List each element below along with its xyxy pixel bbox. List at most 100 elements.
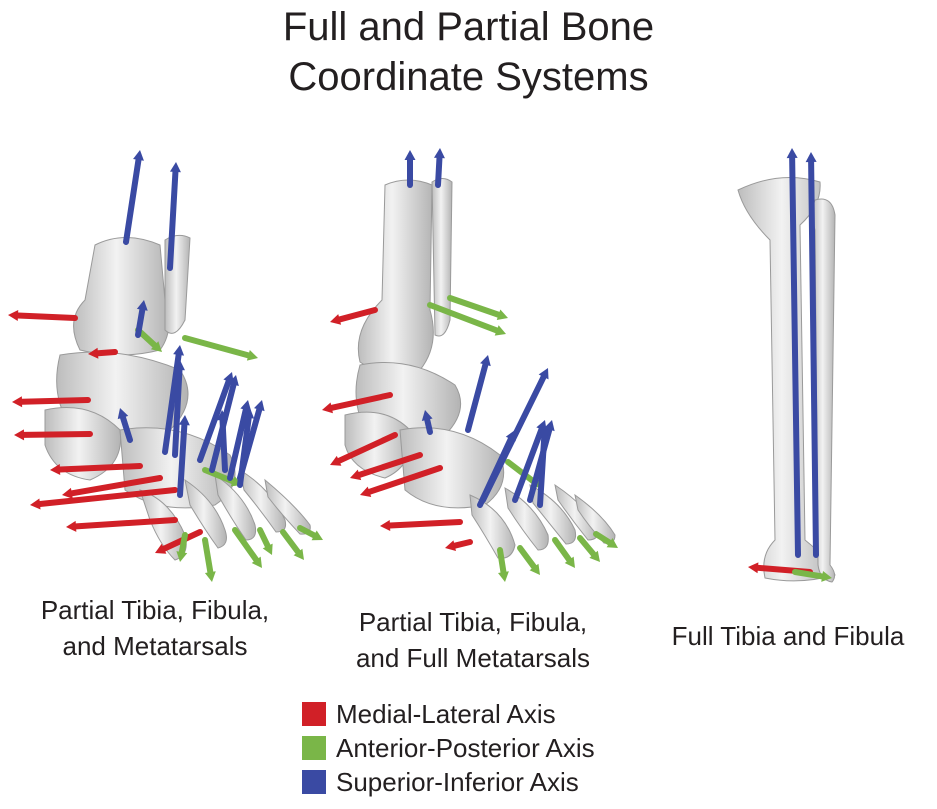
superior-inferior-axis-arrow-shaft [512, 426, 545, 503]
anterior-posterior-axis-arrow-shaft [517, 545, 538, 570]
anterior-posterior-axis-arrow-head [311, 530, 323, 541]
superior-inferior-axis-arrow-head [404, 150, 416, 160]
anterior-posterior-axis-arrow-shaft [497, 547, 507, 576]
medial-lateral-axis-arrow-shaft [20, 431, 93, 438]
anterior-posterior-axis-arrow-head [606, 537, 618, 548]
superior-inferior-axis-arrow-head [169, 162, 181, 173]
anterior-posterior-axis-arrow-head [498, 571, 509, 582]
anterior-posterior-axis-arrow-head [529, 563, 540, 575]
superior-inferior-axis-arrow-shaft [227, 406, 249, 481]
superior-inferior-axis-arrow-shaft [435, 154, 443, 188]
anterior-posterior-axis-arrow-head [494, 325, 506, 336]
panel-3-caption: Full Tibia and Fibula [638, 618, 937, 654]
anterior-posterior-axis-arrow-shaft [182, 335, 252, 359]
panel-3-bones [737, 177, 836, 583]
anterior-posterior-axis-arrow-shaft [552, 537, 573, 563]
superior-inferior-axis-arrow-head [133, 150, 144, 161]
medial-lateral-axis-arrow-head [360, 486, 372, 498]
superior-inferior-axis-arrow-shaft [237, 414, 252, 488]
superior-inferior-axis-arrow-shaft [177, 421, 188, 498]
anterior-posterior-axis-arrow-shaft [178, 532, 188, 556]
superior-inferior-axis-arrow-shaft [537, 431, 548, 508]
panel-2-caption: Partial Tibia, Fibula, and Full Metatars… [318, 604, 628, 676]
superior-inferior-axis-arrow-shaft [162, 351, 182, 455]
superior-inferior-axis-arrow-shaft [197, 378, 232, 463]
superior-inferior-axis-arrow-shaft [424, 416, 433, 435]
medial-lateral-axis-arrow-shaft [336, 307, 378, 323]
anterior-posterior-axis-arrow-shaft [232, 527, 260, 563]
medial-lateral-axis-arrow-head [445, 540, 457, 552]
superior-inferior-axis-arrow-head [480, 355, 491, 367]
legend-swatch-medial-lateral [302, 702, 326, 726]
medial-lateral-axis-arrow-head [748, 562, 759, 574]
anterior-posterior-axis-arrow-shaft [792, 569, 826, 580]
superior-inferior-axis-arrow-shaft [789, 154, 801, 558]
panel-1-caption-line-1: Partial Tibia, Fibula, [40, 595, 270, 625]
superior-inferior-axis-arrow-shaft [123, 156, 142, 245]
superior-inferior-axis-arrow-head [136, 300, 148, 311]
panel-1-caption-line-2: and Metatarsals [62, 631, 248, 661]
anterior-posterior-axis-arrow-shaft [297, 525, 318, 539]
figure-title-line-1: Full and Partial Bone [282, 5, 655, 49]
panel-1-metatarsal-4 [239, 468, 287, 533]
medial-lateral-axis-arrow-head [330, 314, 342, 325]
anterior-posterior-axis-arrow-shaft [202, 537, 214, 576]
superior-inferior-axis-arrow-head [538, 368, 549, 380]
medial-lateral-axis-arrow-shaft [72, 517, 178, 530]
legend-swatch-anterior-posterior [302, 736, 326, 760]
medial-lateral-axis-arrow-head [62, 487, 73, 499]
panel-2-caption-line-1: Partial Tibia, Fibula, [358, 607, 588, 637]
superior-inferior-axis-arrow-shaft [119, 414, 133, 443]
superior-inferior-axis-arrow-shaft [465, 361, 489, 433]
anterior-posterior-axis-arrow-head [204, 571, 216, 582]
superior-inferior-axis-arrow-head [243, 408, 255, 419]
legend-item-anterior-posterior: Anterior-Posterior Axis [302, 731, 595, 765]
medial-lateral-axis-arrow-head [322, 402, 333, 414]
superior-inferior-axis-arrow-shaft [172, 366, 183, 458]
superior-inferior-axis-arrow-head [178, 415, 190, 426]
superior-inferior-axis-arrow-head [217, 410, 228, 421]
axis-legend: Medial-Lateral Axis Anterior-Posterior A… [302, 697, 595, 799]
panel-3-caption-line-1: Full Tibia and Fibula [671, 621, 905, 651]
anterior-posterior-axis-arrow-shaft [280, 529, 301, 555]
legend-swatch-superior-inferior [302, 770, 326, 794]
panel-1-metatarsal-2 [184, 478, 227, 549]
legend-label-medial-lateral: Medial-Lateral Axis [336, 699, 556, 729]
superior-inferior-axis-arrow-head [228, 375, 239, 387]
superior-inferior-axis-arrow-shaft [167, 168, 179, 271]
anterior-posterior-axis-arrow-head [251, 556, 262, 568]
legend-label-anterior-posterior: Anterior-Posterior Axis [336, 733, 595, 763]
anterior-posterior-axis-arrow-head [496, 309, 508, 320]
medial-lateral-axis-arrow-head [30, 498, 41, 510]
superior-inferior-axis-arrow-head [433, 148, 445, 159]
anterior-posterior-axis-arrow-shaft [257, 527, 271, 549]
medial-lateral-axis-arrow-shaft [14, 312, 78, 321]
panel-1-caption: Partial Tibia, Fibula, and Metatarsals [0, 592, 310, 664]
anterior-posterior-axis-arrow-head [176, 551, 188, 562]
legend-item-superior-inferior: Superior-Inferior Axis [302, 765, 595, 799]
medial-lateral-axis-arrow-head [50, 464, 61, 476]
medial-lateral-axis-arrow-shaft [68, 475, 163, 497]
superior-inferior-axis-arrow-shaft [219, 416, 228, 473]
superior-inferior-axis-arrow-shaft [477, 436, 514, 508]
medial-lateral-axis-arrow-shaft [356, 452, 423, 478]
figure-title-line-2: Coordinate Systems [288, 55, 649, 99]
legend-item-medial-lateral: Medial-Lateral Axis [302, 697, 595, 731]
anterior-posterior-axis-arrow-head [262, 543, 273, 555]
superior-inferior-axis-arrow-head [538, 425, 550, 436]
superior-inferior-axis-arrow-head [805, 152, 817, 163]
medial-lateral-axis-arrow-shaft [451, 539, 473, 549]
medial-lateral-axis-arrow-head [330, 455, 342, 466]
anterior-posterior-axis-arrow-shaft [447, 295, 502, 318]
anterior-posterior-axis-arrow-head [564, 556, 575, 568]
anterior-posterior-axis-arrow-shaft [505, 459, 538, 485]
panel-1-metatarsal-3 [214, 473, 257, 541]
superior-inferior-axis-arrow-head [786, 148, 798, 159]
anterior-posterior-axis-arrow-head [589, 550, 600, 562]
anterior-posterior-axis-arrow-head [246, 350, 258, 361]
panel-1-tibia-bone [73, 237, 170, 356]
panel-2-metatarsal-1 [469, 494, 516, 559]
panel-2-caption-line-2: and Full Metatarsals [355, 643, 591, 673]
superior-inferior-axis-arrow-head [505, 430, 516, 442]
